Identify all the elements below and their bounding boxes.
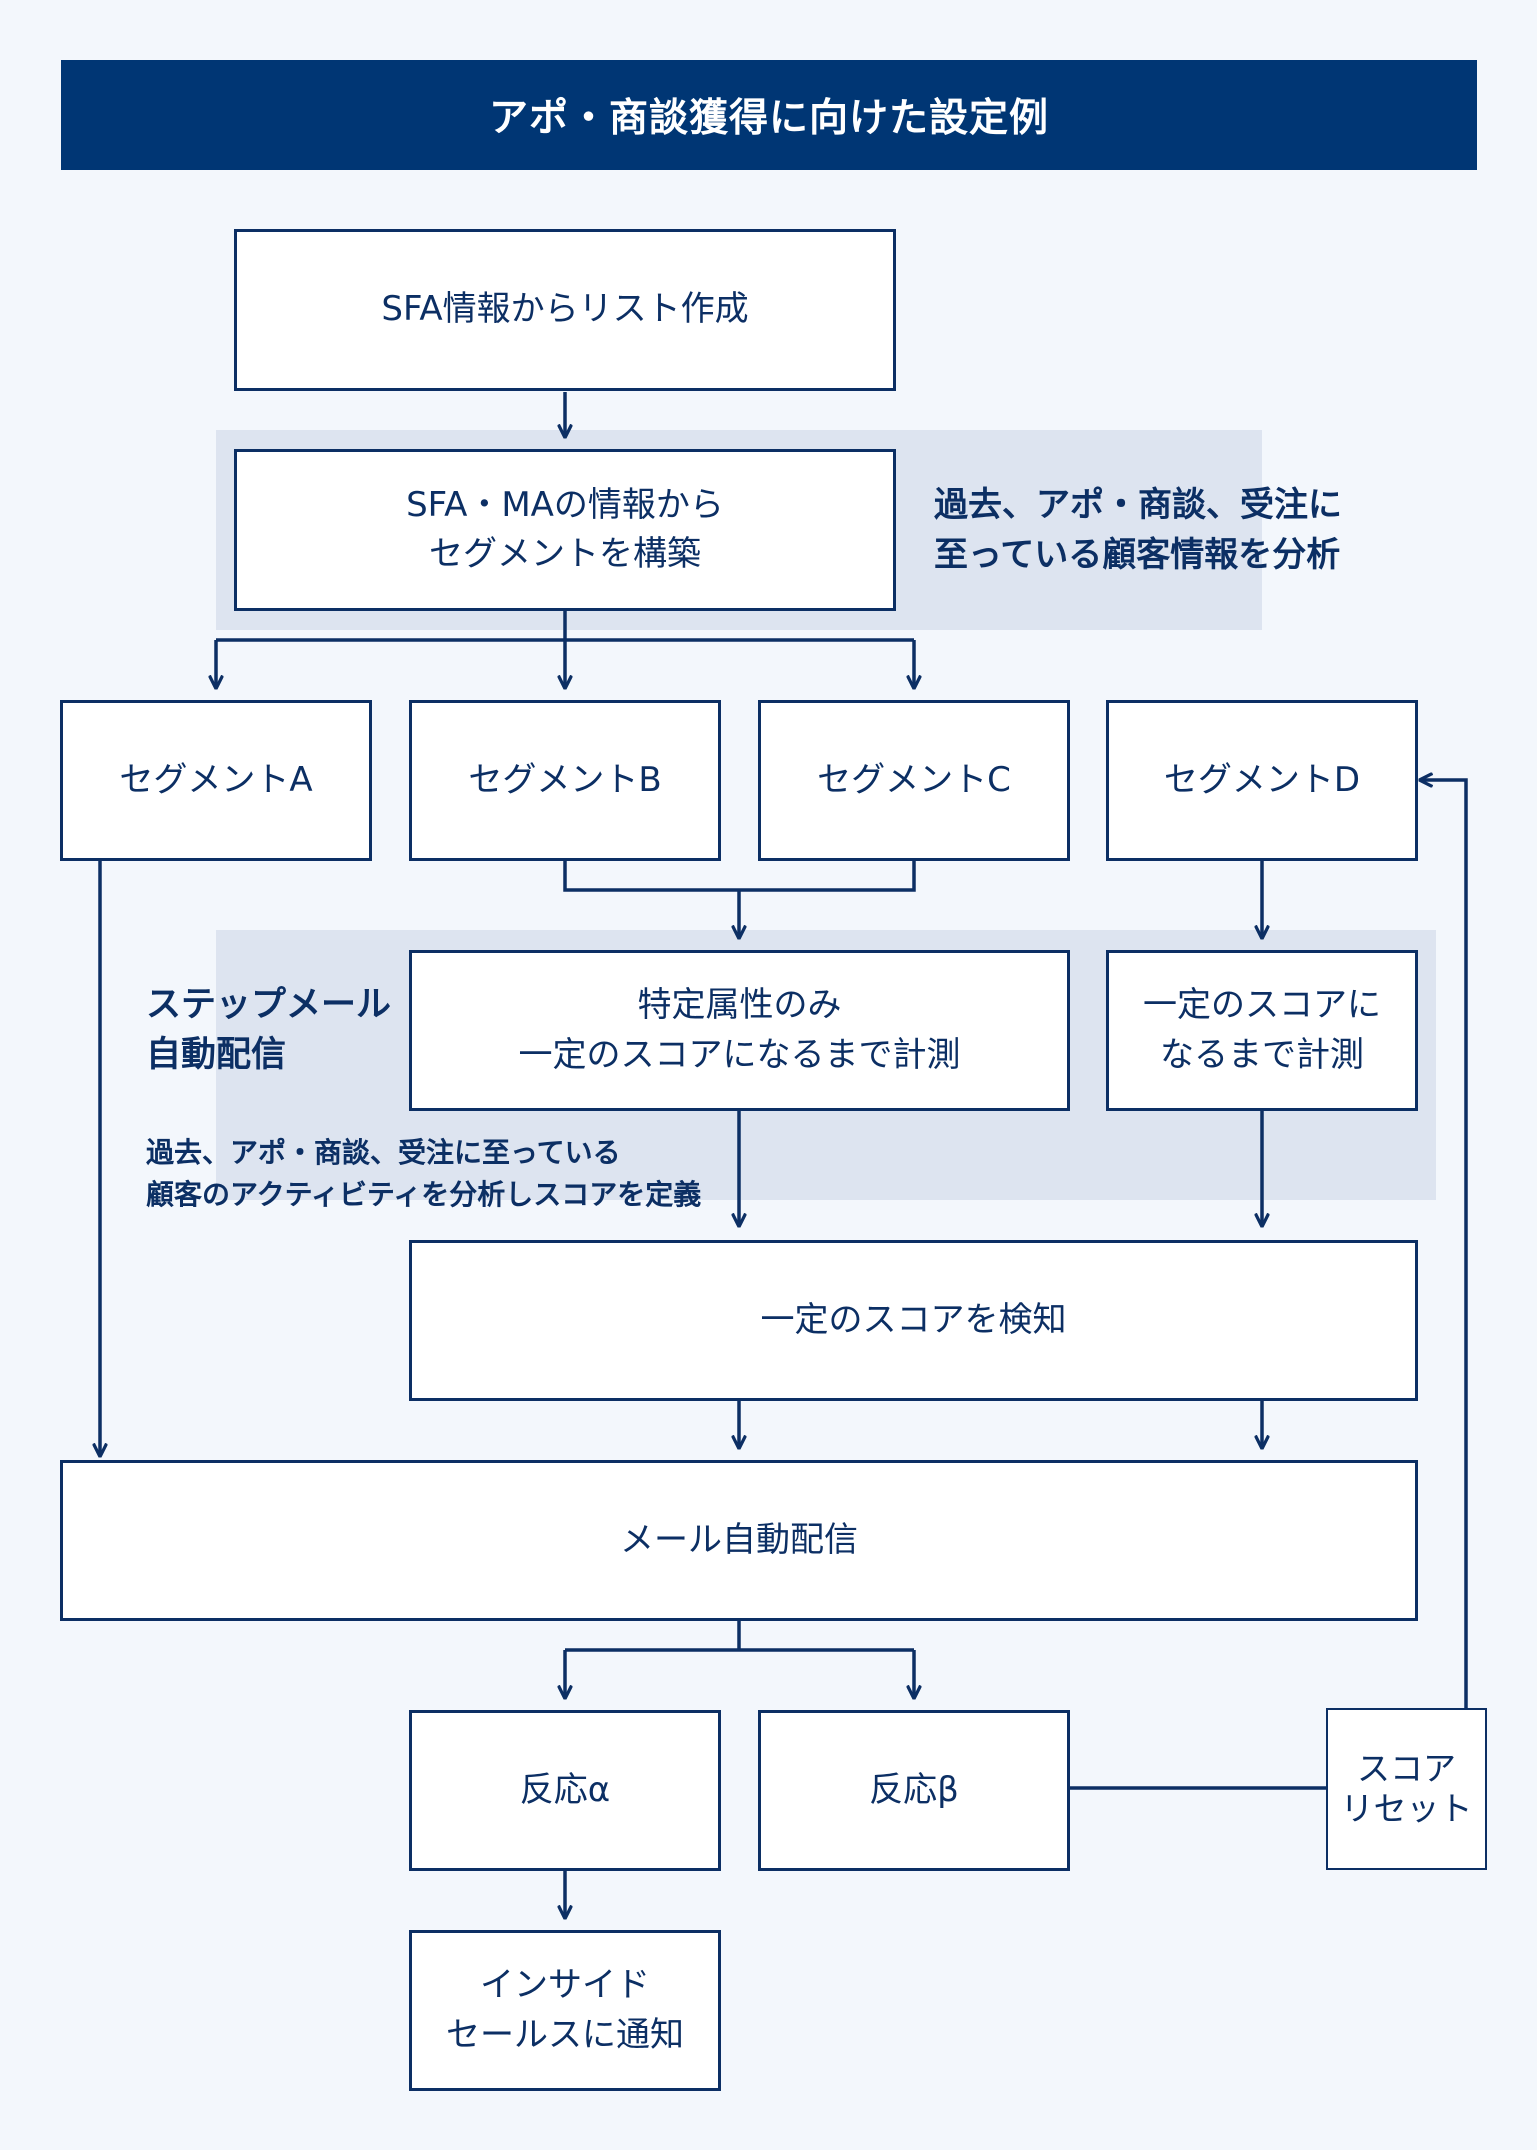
segment-d-box: セグメントD [1106, 700, 1418, 861]
line-bc-merge [563, 860, 916, 892]
build-segments-label-1: SFA・MAの情報から [406, 484, 724, 525]
specific-attr-label-1: 特定属性のみ [637, 985, 842, 1026]
specific-attr-box: 特定属性のみ 一定のスコアになるまで計測 [409, 950, 1070, 1111]
arrow-reset-to-segment-d [1420, 780, 1468, 1708]
specific-attr-label-2: 一定のスコアになるまで計測 [518, 1034, 961, 1075]
segment-d-label: セグメントD [1163, 759, 1361, 800]
create-list-label: SFA情報からリスト作成 [381, 289, 749, 330]
notify-sales-box: インサイド セールスに通知 [409, 1930, 721, 2091]
mail-auto-box: メール自動配信 [60, 1460, 1418, 1621]
reaction-alpha-box: 反応α [409, 1710, 721, 1871]
diagram-title: アポ・商談獲得に向けた設定例 [488, 96, 1049, 141]
analysis-note: 過去、アポ・商談、受注に 至っている顧客情報を分析 [934, 480, 1342, 580]
segment-c-box: セグメントC [758, 700, 1070, 861]
detect-score-label: 一定のスコアを検知 [760, 1299, 1067, 1340]
segment-c-label: セグメントC [817, 759, 1011, 800]
title-bar: アポ・商談獲得に向けた設定例 [61, 60, 1477, 170]
score-reset-box: スコア リセット [1326, 1708, 1487, 1870]
build-segments-box: SFA・MAの情報から セグメントを構築 [234, 449, 896, 611]
score-define-note-line-1: 過去、アポ・商談、受注に至っている [146, 1136, 621, 1169]
step-mail-note-line-1: ステップメール [146, 985, 392, 1025]
step-mail-note-line-2: 自動配信 [146, 1035, 287, 1075]
notify-sales-label-2: セールスに通知 [446, 2014, 684, 2055]
mail-auto-label: メール自動配信 [620, 1519, 858, 1560]
reaction-beta-label: 反応β [869, 1769, 959, 1810]
reaction-beta-box: 反応β [758, 1710, 1070, 1871]
score-define-note-line-2: 顧客のアクティビティを分析しスコアを定義 [146, 1178, 702, 1211]
step-mail-note: ステップメール 自動配信 [146, 980, 391, 1080]
score-reset-label-2: リセット [1340, 1789, 1473, 1828]
score-reset-label-1: スコア [1357, 1749, 1456, 1789]
analysis-note-line-2: 至っている顧客情報を分析 [934, 535, 1341, 575]
measure-score-box: 一定のスコアに なるまで計測 [1106, 950, 1418, 1111]
create-list-box: SFA情報からリスト作成 [234, 229, 896, 391]
measure-score-label-1: 一定のスコアに [1143, 985, 1381, 1026]
analysis-note-line-1: 過去、アポ・商談、受注に [934, 485, 1342, 525]
notify-sales-label-1: インサイド [480, 1965, 650, 2006]
score-define-note: 過去、アポ・商談、受注に至っている 顧客のアクティビティを分析しスコアを定義 [146, 1132, 701, 1216]
measure-score-label-2: なるまで計測 [1160, 1034, 1364, 1075]
segment-b-box: セグメントB [409, 700, 721, 861]
segment-a-box: セグメントA [60, 700, 372, 861]
reaction-alpha-label: 反応α [519, 1769, 611, 1810]
segment-b-label: セグメントB [468, 759, 662, 800]
detect-score-box: 一定のスコアを検知 [409, 1240, 1418, 1401]
build-segments-label-2: セグメントを構築 [429, 534, 701, 574]
segment-a-label: セグメントA [119, 759, 313, 800]
